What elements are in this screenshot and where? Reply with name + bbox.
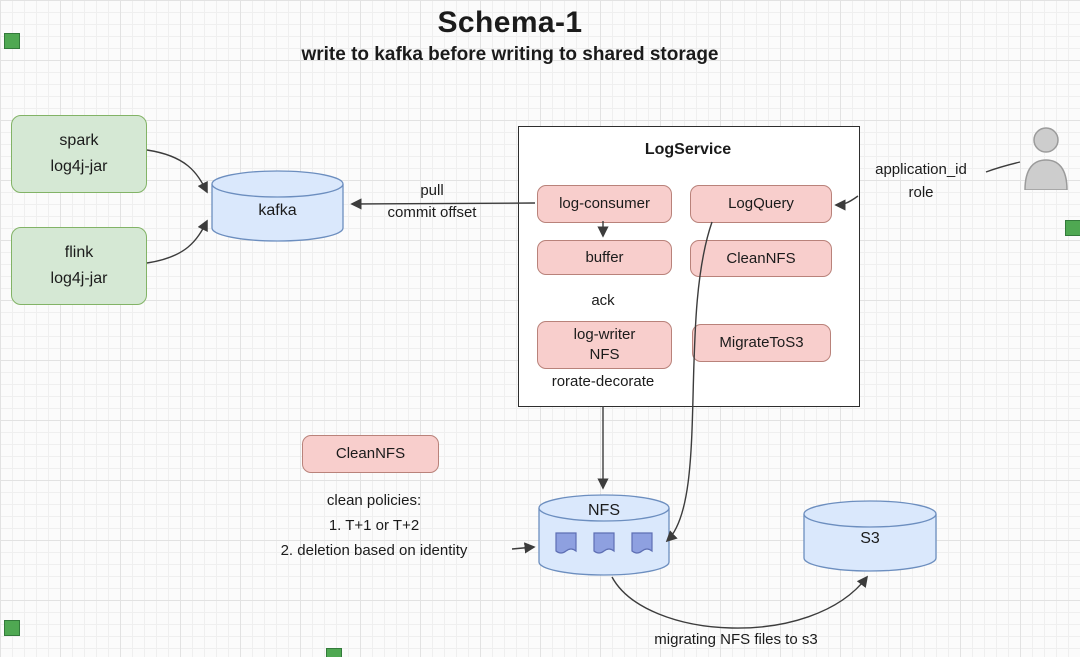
edge-person-to-role [985, 161, 1021, 173]
file-icon [555, 532, 577, 554]
file-icon [593, 532, 615, 554]
logservice-title: LogService [644, 141, 732, 158]
label-migrating-nfs-s3: migrating NFS files to s3 [654, 631, 818, 648]
file-icon [631, 532, 653, 554]
diagram-subtitle: write to kafka before writing to shared … [301, 44, 719, 65]
diagram-title: Schema-1 [437, 6, 583, 39]
person-icon [1024, 127, 1068, 190]
edge-nfs-to-s3 [611, 575, 869, 629]
node-log-consumer: log-consumer [537, 185, 672, 223]
label-clean-policies: clean policies: 1. T+1 or T+2 2. deletio… [280, 492, 468, 559]
label-application-id-role: application_id role [875, 161, 967, 201]
nfs-label: NFS [588, 502, 620, 519]
node-nfs: NFS [538, 494, 670, 576]
node-logquery: LogQuery [690, 185, 832, 223]
label-rorate-decorate: rorate-decorate [551, 373, 655, 390]
node-buffer: buffer [537, 240, 672, 275]
node-spark-log4j: spark log4j-jar [11, 115, 147, 193]
s3-cylinder-icon [803, 500, 937, 572]
nfs-files-row [538, 532, 670, 558]
green-anchor-marker [1065, 220, 1080, 236]
node-log-writer-nfs: log-writer NFS [537, 321, 672, 369]
label-ack: ack [591, 292, 615, 309]
green-anchor-marker [326, 648, 342, 657]
node-migrate-to-s3: MigrateToS3 [692, 324, 831, 362]
label-pull-commit-offset: pull commit offset [387, 182, 477, 221]
node-flink-log4j: flink log4j-jar [11, 227, 147, 305]
node-s3: S3 [803, 500, 937, 572]
edge-spark-to-kafka [146, 149, 208, 194]
green-anchor-marker [4, 33, 20, 49]
s3-label: S3 [860, 530, 880, 547]
kafka-label: kafka [258, 202, 297, 219]
green-anchor-marker [4, 620, 20, 636]
node-cleannfs-service: CleanNFS [690, 240, 832, 277]
kafka-cylinder-icon [211, 170, 344, 242]
node-cleannfs-job: CleanNFS [302, 435, 439, 473]
node-kafka: kafka [211, 170, 344, 242]
edge-flink-to-kafka [146, 219, 208, 264]
